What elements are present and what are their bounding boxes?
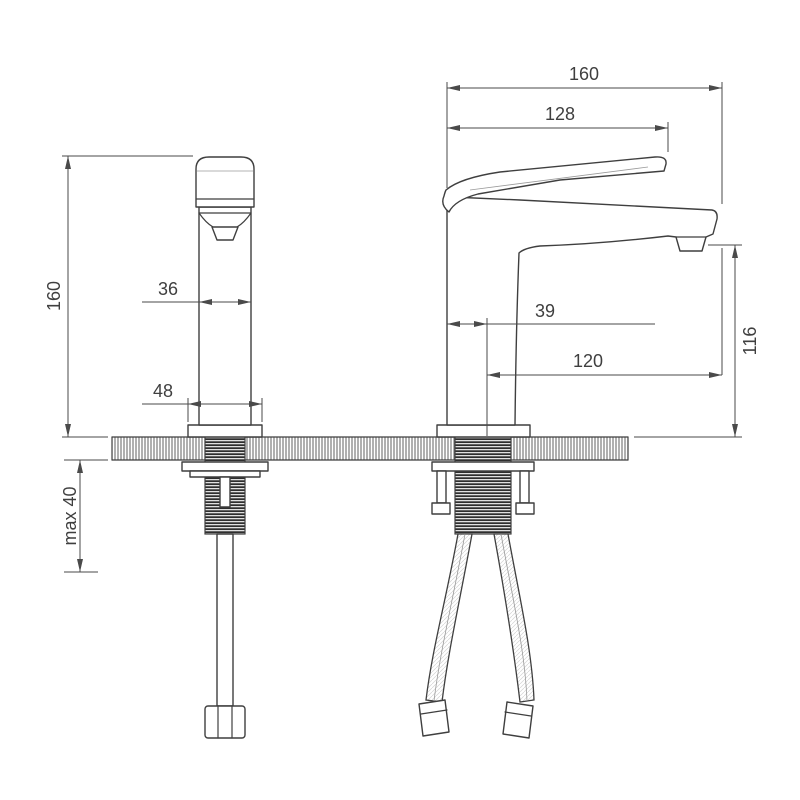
front-spout-curve-left <box>198 212 214 228</box>
side-stud-left-nut <box>431 502 451 515</box>
front-base-flange <box>187 424 263 438</box>
dimensions: 160 max 40 36 48 160 <box>44 64 760 573</box>
dim-120-label: 120 <box>573 351 603 371</box>
countertop <box>111 436 629 461</box>
front-mounting-stud <box>219 476 231 508</box>
hose-left <box>425 533 473 703</box>
hose-right-connector <box>502 701 534 739</box>
dim-side-lever-depth: 128 <box>447 104 669 152</box>
dim-side-spout-height: 116 <box>634 244 760 438</box>
side-lever-seam <box>469 166 649 191</box>
side-body-spout <box>446 196 718 426</box>
dim-116-label: 116 <box>740 327 760 356</box>
dim-front-base-width: 48 <box>142 381 263 422</box>
side-threaded-shank <box>454 436 512 535</box>
front-hex-nut <box>204 705 246 739</box>
side-stud-left <box>436 470 447 504</box>
side-stud-right-nut <box>515 502 535 515</box>
dim-side-overall-depth: 160 <box>446 64 723 204</box>
dim-160-label: 160 <box>569 64 599 84</box>
dim-128-label: 128 <box>545 104 575 124</box>
front-mounting-washer <box>181 461 269 472</box>
front-mounting-plate <box>189 470 261 478</box>
front-handle <box>195 156 255 208</box>
dim-front-height: 160 <box>44 155 193 438</box>
front-spout-curve-right <box>236 212 252 228</box>
front-view <box>181 156 269 739</box>
hose-right-connector-facet <box>504 711 532 717</box>
hose-left-connector-facet <box>420 709 448 715</box>
side-mounting-washer <box>431 461 535 472</box>
side-lever-handle <box>442 156 667 213</box>
front-threaded-rod <box>216 533 234 707</box>
countertop-hatch <box>112 437 628 460</box>
dim-39-label: 39 <box>535 301 555 321</box>
dim-front-body-width: 36 <box>142 279 251 305</box>
hose-right-braid-line <box>500 533 528 702</box>
side-stud-right <box>519 470 530 504</box>
side-base-flange <box>436 424 531 438</box>
dim-48-label: 48 <box>153 381 173 401</box>
dim-deck-max-thickness: max 40 <box>60 459 108 573</box>
dim-max40-label: max 40 <box>60 486 80 545</box>
front-aerator <box>211 226 239 241</box>
hose-left-connector <box>418 699 450 737</box>
hose-left-braid-line <box>433 533 466 702</box>
front-body <box>198 206 252 426</box>
side-view <box>418 156 718 739</box>
dim-front-height-label: 160 <box>44 281 64 311</box>
dim-36-label: 36 <box>158 279 178 299</box>
hose-right <box>493 533 535 703</box>
dim-side-spout-reach: 120 <box>487 248 723 378</box>
